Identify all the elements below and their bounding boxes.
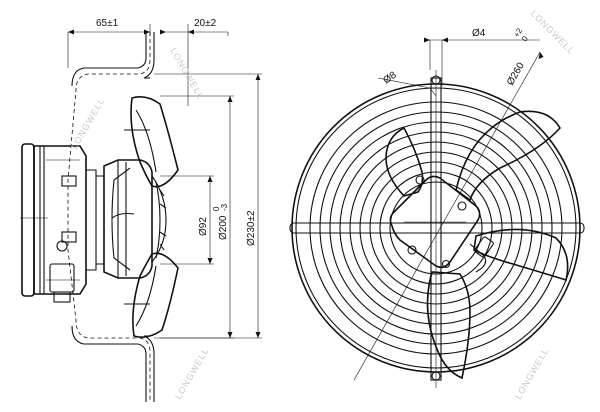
watermark-2: LONGWELL: [168, 46, 206, 101]
dim-guard-offset-label: 20±2: [194, 18, 217, 29]
dim-outer-label: Ø260: [505, 60, 527, 87]
dim-outer-tol-lower: 0: [520, 34, 530, 43]
guard-support-bars: [289, 70, 585, 388]
dim-hub-label: Ø92: [198, 217, 209, 236]
side-dimensions: [67, 24, 262, 339]
fan-blade-upper: [124, 96, 179, 188]
motor-box: [389, 175, 494, 273]
watermark-3: LONGWELL: [173, 346, 211, 401]
dim-guard-label: Ø230±2: [246, 210, 257, 246]
fan-blade-middle: [111, 167, 135, 271]
guard-wire-bottom: [71, 325, 147, 402]
front-dimensions: [353, 37, 544, 381]
dim-depth-label: 65±1: [96, 18, 119, 29]
guard-wire-top: [71, 32, 147, 87]
side-view: 65±1 20±2 Ø92 Ø200 0 -3 Ø230±2: [20, 18, 262, 402]
guard-profile: [67, 32, 151, 402]
dim-ring-label: Ø8: [381, 70, 399, 87]
motor-housing: [20, 143, 105, 303]
dim-blade-label: Ø200: [218, 215, 229, 240]
rotor-hub: [103, 159, 167, 279]
dim-blade-tol-upper: 0: [212, 206, 221, 211]
watermark-4: LONGWELL: [513, 346, 551, 401]
fan-blade-lower: [124, 252, 179, 338]
watermark-5: LONGWELL: [529, 8, 577, 56]
front-view: Ø4 Ø8 Ø260 +2 0: [289, 26, 585, 388]
dim-blade-tol-lower: -3: [220, 203, 229, 211]
cable-gland: [49, 240, 75, 303]
front-blades: [385, 110, 569, 380]
dim-wire-label: Ø4: [472, 28, 486, 39]
